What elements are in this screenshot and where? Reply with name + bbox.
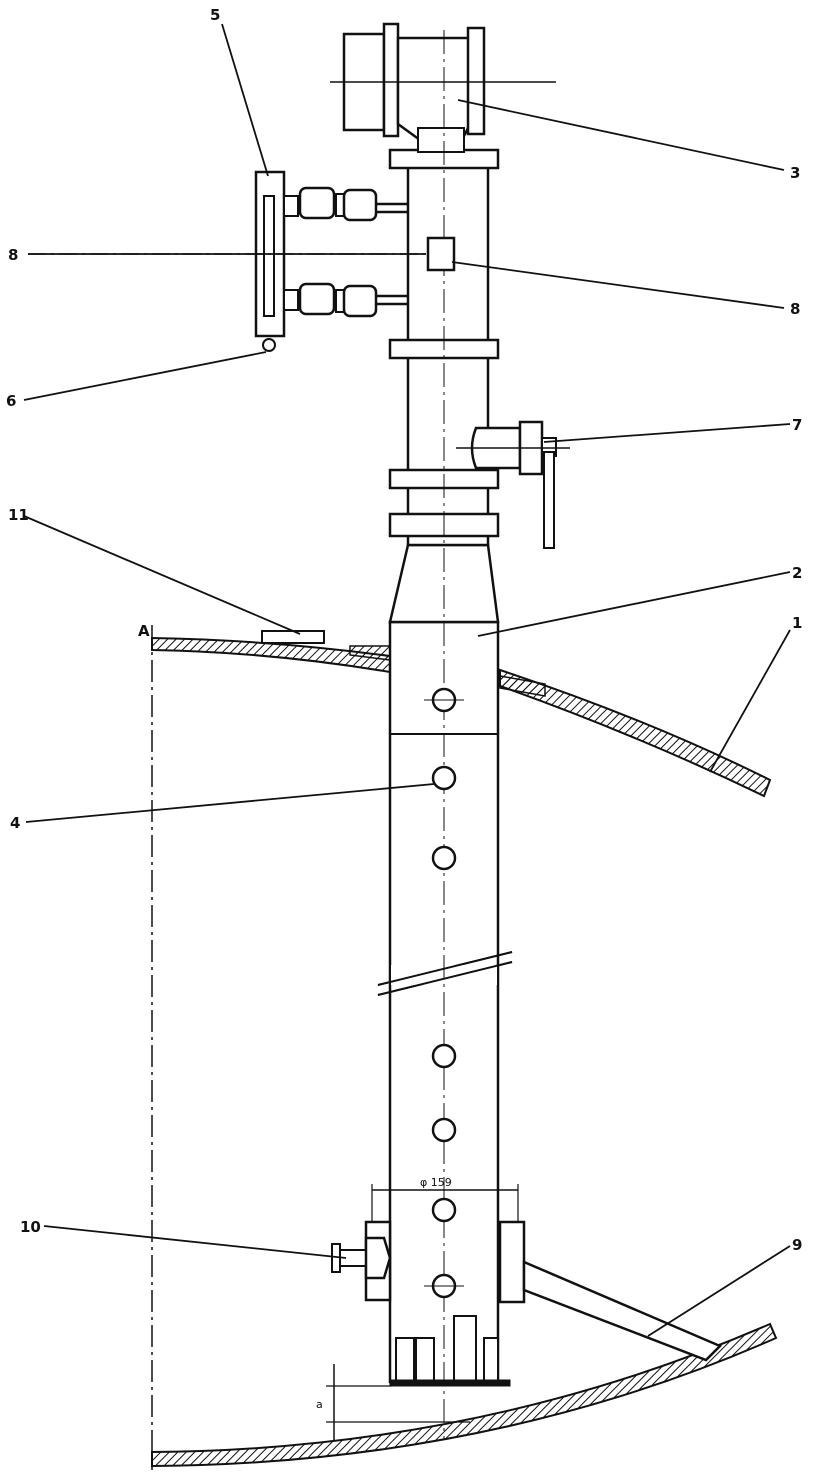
dimension-label: φ 159: [420, 1176, 452, 1189]
label-9: 9: [792, 1236, 802, 1254]
leader-lines: [23, 23, 791, 1337]
vessel-bottom: [151, 1322, 778, 1468]
inlet-elbow: [330, 22, 556, 1440]
label-6: 6: [6, 392, 16, 410]
seal-plate: [261, 630, 325, 644]
label-7: 7: [792, 416, 802, 434]
diameter-dimension: φ 159: [371, 1176, 519, 1222]
bottom-support: [331, 1220, 723, 1387]
weld-right: [499, 675, 546, 697]
height-dimension: a: [316, 1364, 470, 1440]
label-2: 2: [792, 564, 802, 582]
label-4: 4: [10, 814, 20, 832]
label-1: 1: [792, 614, 802, 632]
column-body: [377, 620, 513, 1384]
side-valve: [456, 420, 570, 549]
label-5: 5: [210, 6, 220, 24]
sight-glass: [426, 236, 456, 272]
label-10: 10: [20, 1218, 41, 1236]
label-8-left: 8: [8, 246, 18, 264]
label-A: A: [138, 622, 150, 640]
label-3: 3: [790, 164, 800, 182]
holes: [424, 687, 464, 1299]
label-11: 11: [8, 506, 29, 524]
height-label: a: [316, 1398, 323, 1411]
vessel-roof-right: [499, 668, 772, 798]
label-8-right: 8: [790, 300, 800, 318]
level-gauge: [254, 170, 408, 352]
